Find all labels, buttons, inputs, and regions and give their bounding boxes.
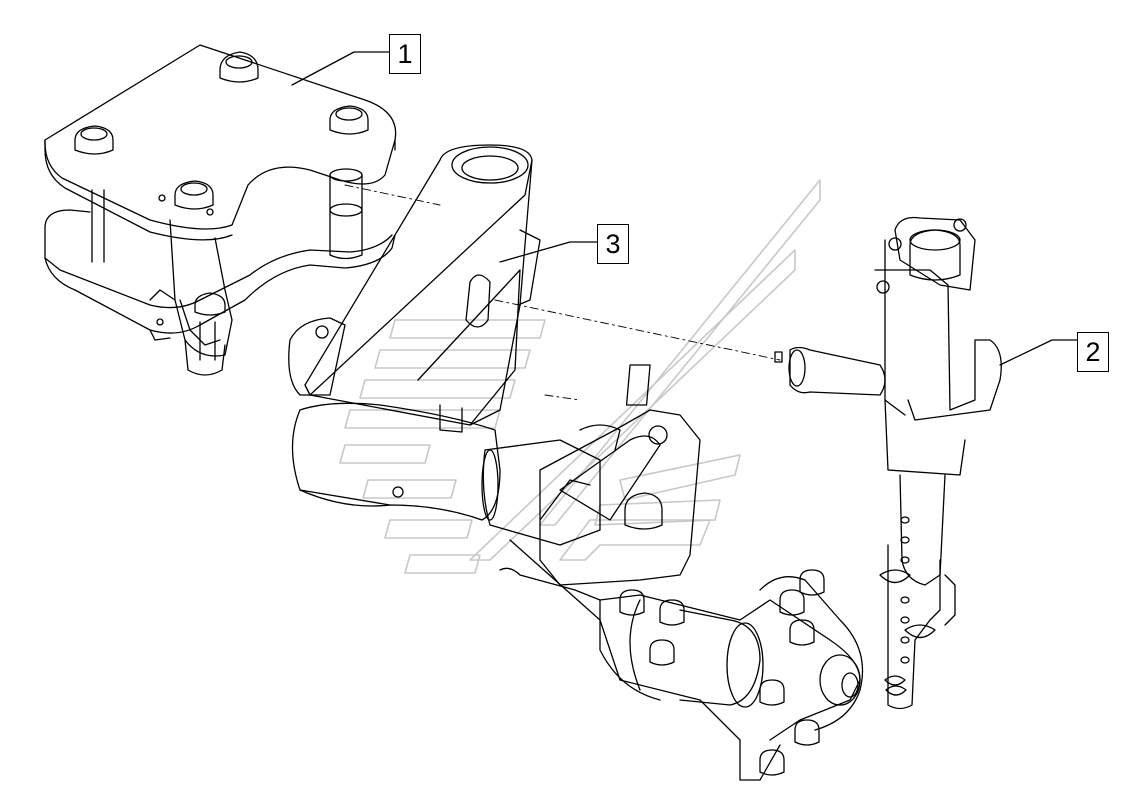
swing-arm (289, 145, 540, 520)
adjustable-column-bracket (775, 218, 1001, 709)
callout-2: 2 (1077, 332, 1109, 372)
watermark-logo-icon (340, 180, 820, 573)
callout-2-label: 2 (1085, 336, 1101, 367)
callout-2-leader (1000, 340, 1077, 365)
callout-1: 1 (389, 34, 421, 74)
callout-1-leader (292, 52, 389, 85)
callout-1-label: 1 (397, 38, 413, 69)
callout-3-leader (500, 242, 597, 262)
assembly-axis-lines (345, 185, 780, 400)
wheel-hub-assembly (482, 365, 863, 780)
callout-3: 3 (597, 224, 629, 264)
bracket-plate-assembly (45, 45, 396, 375)
callout-3-label: 3 (605, 228, 621, 259)
